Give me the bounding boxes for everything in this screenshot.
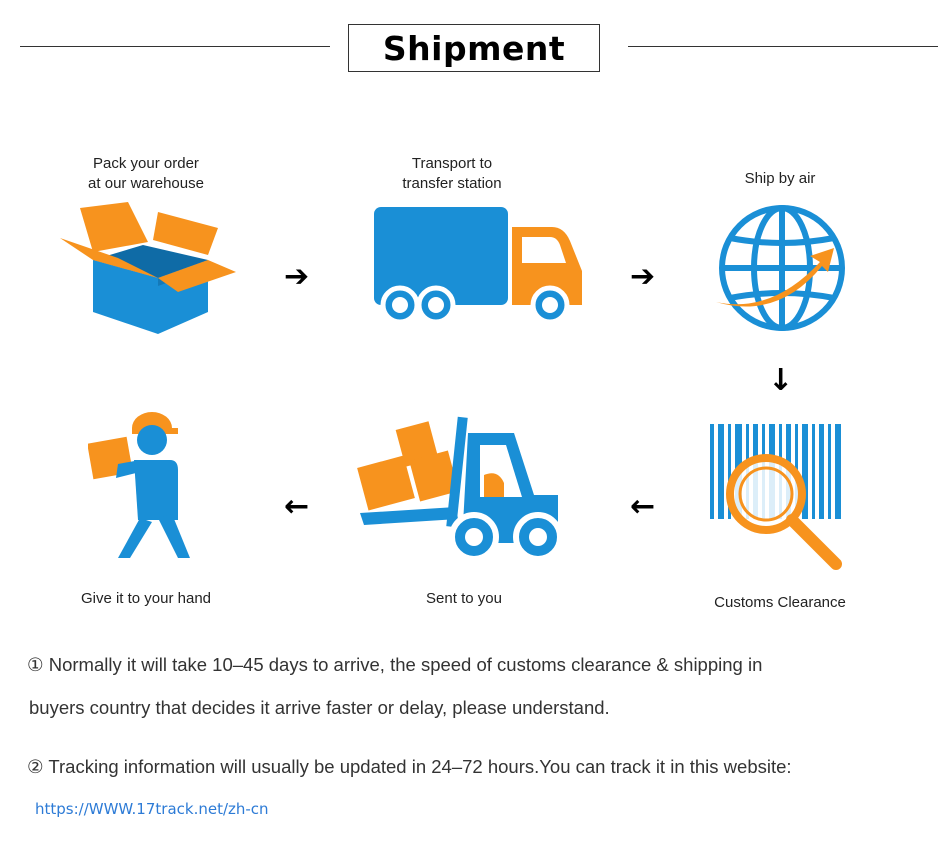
globe-plane-icon (716, 205, 845, 331)
air-label: Ship by air (744, 170, 816, 187)
forklift-icon (357, 416, 563, 562)
note-1-line-1: ① Normally it will take 10–45 days to ar… (27, 654, 763, 675)
arrow-right-2: ➔ (630, 259, 656, 294)
note-1-line-2: buyers country that decides it arrive fa… (29, 697, 610, 718)
arrow-left-1: ← (630, 489, 656, 524)
divider-right (628, 46, 938, 47)
pack-label: Pack your order at our warehouse (88, 155, 204, 192)
note-1: ① Normally it will take 10–45 days to ar… (27, 652, 762, 721)
delivery-man-icon (88, 412, 190, 558)
tracking-link[interactable]: https://WWW.17track.net/zh-cn (35, 800, 269, 818)
truck-icon (374, 207, 582, 325)
sent-label: Sent to you (426, 590, 502, 607)
arrow-right-1: ➔ (284, 259, 310, 294)
transport-label: Transport to transfer station (402, 155, 502, 192)
box-icon (60, 202, 236, 334)
page-title: Shipment (382, 28, 566, 68)
barcode-magnifier-icon (710, 424, 842, 570)
title-box: Shipment (348, 24, 600, 72)
note-2: ② Tracking information will usually be u… (27, 756, 792, 777)
give-label: Give it to your hand (80, 590, 212, 607)
divider-left (20, 46, 330, 47)
arrow-down: ↓ (768, 363, 794, 398)
customs-label: Customs Clearance (714, 594, 846, 611)
arrow-left-2: ← (284, 489, 310, 524)
